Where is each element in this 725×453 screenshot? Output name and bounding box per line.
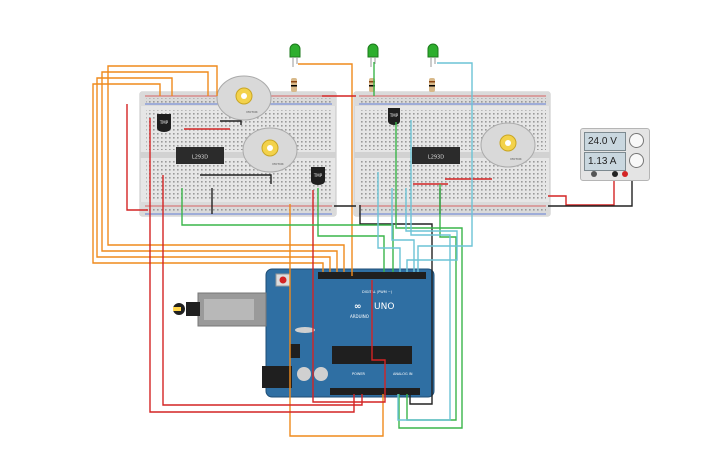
current-display: 1.13 A	[584, 152, 626, 171]
infinity-logo: ∞	[354, 302, 362, 312]
wire-black	[220, 120, 242, 125]
positive-terminal[interactable]	[622, 171, 628, 177]
wire-blue	[377, 172, 401, 272]
chip-label: L293D	[428, 155, 444, 161]
motor-label: MOTOR	[246, 110, 257, 114]
dc-motor-1[interactable]: MOTOR	[216, 75, 272, 121]
wire-orange	[92, 83, 324, 272]
wire-black	[548, 177, 633, 207]
wire-black	[359, 205, 433, 405]
usb-connector[interactable]	[173, 292, 267, 327]
wire-green	[317, 188, 385, 272]
wire-orange	[96, 77, 331, 272]
current-knob[interactable]	[629, 153, 644, 168]
wire-blue	[397, 120, 451, 421]
motor-label: MOTOR	[510, 157, 521, 161]
motor-label: MOTOR	[272, 162, 283, 166]
arduino-uno-board[interactable]: ∞ ARDUINO UNO DIGITAL (PWM ~) POWER ANAL…	[265, 268, 435, 398]
wire-orange	[289, 204, 384, 437]
dc-motor-3[interactable]: MOTOR	[480, 122, 536, 168]
wire-red	[126, 104, 148, 211]
wire-black	[200, 174, 272, 184]
chip-label: L293D	[192, 155, 208, 161]
sensor-label: TMP	[159, 120, 169, 125]
voltage-display: 24.0 V	[584, 132, 626, 151]
wire-orange	[107, 65, 345, 272]
l293d-chip-right[interactable]: L293D	[412, 147, 460, 164]
power-label: POWER	[352, 372, 366, 376]
led-3[interactable]	[427, 43, 439, 67]
wire-green	[406, 184, 457, 421]
power-analog-header	[330, 388, 420, 395]
led-2[interactable]	[367, 43, 379, 67]
sensor-label: TMP	[313, 173, 323, 178]
wire-red	[162, 175, 363, 406]
reset-button[interactable]	[279, 276, 287, 284]
breadboard-left[interactable]	[139, 91, 337, 217]
resistor-3[interactable]	[429, 78, 435, 92]
power-supply[interactable]: 24.0 V 1.13 A	[580, 128, 650, 181]
wire-red	[312, 190, 386, 403]
wire-red	[548, 177, 615, 206]
digital-header-label: DIGITAL (PWM ~)	[362, 290, 393, 294]
wire-blue	[417, 62, 473, 272]
digital-header	[318, 272, 426, 279]
wire-blue	[405, 188, 458, 272]
wire-green	[395, 122, 463, 429]
arduino-brand-text: ARDUINO	[350, 314, 369, 319]
dc-motor-2[interactable]: MOTOR	[242, 127, 298, 173]
ground-terminal[interactable]	[591, 171, 597, 177]
led-1[interactable]	[289, 43, 301, 67]
resistor-1[interactable]	[291, 78, 297, 92]
temp-sensor-2[interactable]: TMP	[388, 108, 400, 125]
l293d-chip-left[interactable]: L293D	[176, 147, 224, 164]
power-jack[interactable]	[262, 366, 292, 388]
analog-label: ANALOG IN	[393, 372, 413, 376]
wire-red	[149, 118, 355, 413]
wire-orange	[101, 71, 338, 272]
arduino-model-text: UNO	[374, 302, 394, 312]
temp-sensor-1[interactable]: TMP	[157, 114, 171, 132]
wires	[92, 62, 633, 437]
wire-blue	[391, 188, 415, 272]
temp-sensor-3[interactable]: TMP	[311, 167, 325, 185]
sensor-label: TMP	[389, 113, 399, 118]
voltage-knob[interactable]	[629, 133, 644, 148]
negative-terminal[interactable]	[612, 171, 618, 177]
